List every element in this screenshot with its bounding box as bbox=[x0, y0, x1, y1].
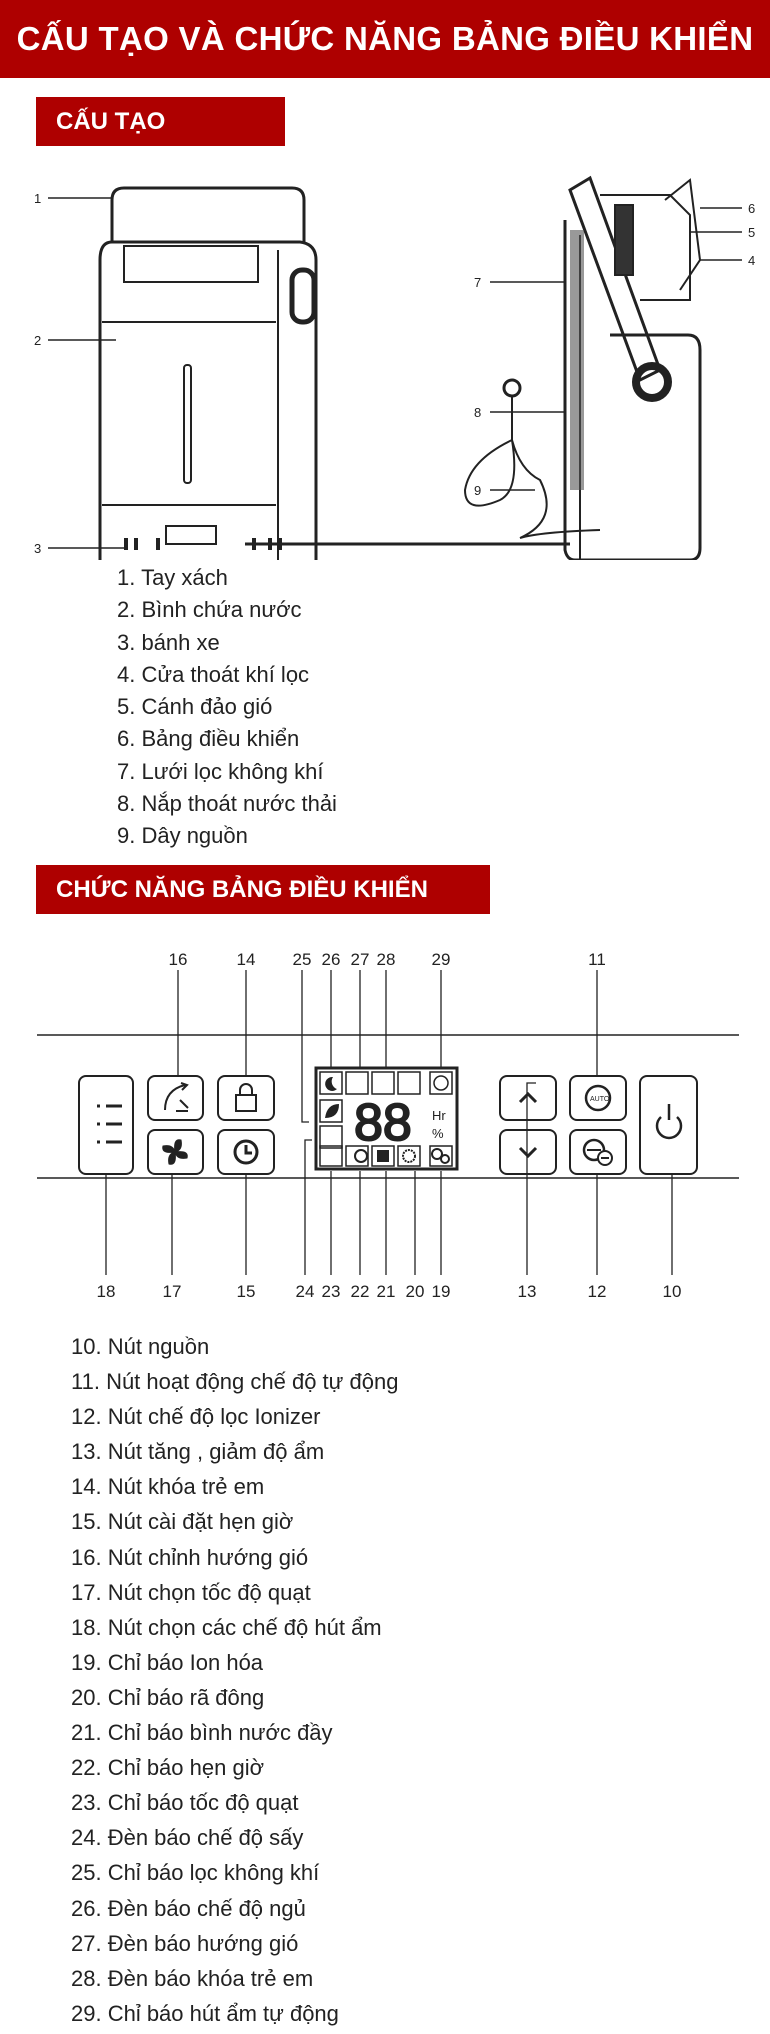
list-item: 19. Chỉ báo Ion hóa bbox=[71, 1649, 264, 1675]
callout-label: 20 bbox=[406, 1282, 425, 1301]
callout-label: 15 bbox=[237, 1282, 256, 1301]
callout-label: 18 bbox=[97, 1282, 116, 1301]
mode-button[interactable] bbox=[78, 1075, 134, 1175]
power-button[interactable] bbox=[639, 1075, 698, 1175]
ionizer-button[interactable] bbox=[569, 1129, 627, 1175]
list-item: 4. Cửa thoát khí lọc bbox=[117, 661, 310, 687]
callout-label: 11 bbox=[588, 950, 606, 969]
list-item: 16. Nút chỉnh hướng gió bbox=[71, 1544, 309, 1570]
list-item: 17. Nút chọn tốc độ quạt bbox=[71, 1579, 311, 1605]
callout-label: 14 bbox=[237, 950, 256, 969]
list-item: 7. Lưới lọc không khí bbox=[117, 758, 324, 784]
list-item: 9. Dây nguồn bbox=[117, 823, 248, 849]
section-heading-structure: CẤU TẠO bbox=[36, 97, 285, 146]
list-item: 28. Đèn báo khóa trẻ em bbox=[71, 1965, 314, 1991]
section-heading-panel: CHỨC NĂNG BẢNG ĐIỀU KHIỂN bbox=[36, 865, 490, 914]
list-item: 8. Nắp thoát nước thải bbox=[117, 791, 337, 817]
list-item: 26. Đèn báo chế độ ngủ bbox=[71, 1895, 306, 1921]
callout-label: 28 bbox=[377, 950, 396, 969]
callout-label: 13 bbox=[518, 1282, 537, 1301]
structure-list: 1. Tay xách 2. Bình chứa nước 3. bánh xe… bbox=[117, 562, 337, 853]
callout-label: 26 bbox=[322, 950, 341, 969]
list-item: 13. Nút tăng , giảm độ ẩm bbox=[71, 1439, 325, 1465]
unit-hr: Hr bbox=[432, 1108, 446, 1123]
page-title: CẤU TẠO VÀ CHỨC NĂNG BẢNG ĐIỀU KHIỂN bbox=[0, 0, 770, 78]
list-item: 1. Tay xách bbox=[117, 565, 228, 590]
list-item: 23. Chỉ báo tốc độ quạt bbox=[71, 1790, 299, 1816]
control-panel-diagram: 88 Hr % AUTO 16 14 25 26 27 28 29 11 18 … bbox=[37, 950, 739, 1301]
callout-label: 12 bbox=[588, 1282, 607, 1301]
child-lock-button[interactable] bbox=[217, 1075, 275, 1121]
diagram-label: 7 bbox=[474, 275, 481, 290]
unit-percent: % bbox=[432, 1126, 444, 1141]
diagram-label: 8 bbox=[474, 405, 481, 420]
list-item: 11. Nút hoạt động chế độ tự động bbox=[71, 1369, 399, 1395]
callout-label: 10 bbox=[663, 1282, 682, 1301]
list-item: 27. Đèn báo hướng gió bbox=[71, 1930, 299, 1956]
list-item: 24. Đèn báo chế độ sấy bbox=[71, 1825, 304, 1851]
list-item: 21. Chỉ báo bình nước đầy bbox=[71, 1720, 333, 1746]
humidity-down-button[interactable] bbox=[499, 1129, 557, 1175]
list-item: 10. Nút nguồn bbox=[71, 1334, 210, 1359]
diagram-label: 2 bbox=[34, 333, 41, 348]
diagram-label: 6 bbox=[748, 201, 755, 216]
callout-label: 21 bbox=[377, 1282, 396, 1301]
diagram-label: 5 bbox=[748, 225, 755, 240]
list-item: 12. Nút chế độ lọc Ionizer bbox=[71, 1404, 321, 1430]
callout-label: 22 bbox=[351, 1282, 370, 1301]
panel-function-list: 10. Nút nguồn 11. Nút hoạt động chế độ t… bbox=[71, 1329, 398, 2031]
lcd-digits: 88 bbox=[354, 1094, 412, 1152]
timer-button[interactable] bbox=[217, 1129, 275, 1175]
diagram-label: 1 bbox=[34, 191, 41, 206]
callout-label: 29 bbox=[432, 950, 451, 969]
list-item: 3. bánh xe bbox=[117, 629, 220, 655]
fan-speed-button[interactable] bbox=[147, 1129, 204, 1175]
callout-label: 19 bbox=[432, 1282, 451, 1301]
swing-button[interactable] bbox=[147, 1075, 204, 1121]
callout-label: 23 bbox=[322, 1282, 341, 1301]
list-item: 15. Nút cài đặt hẹn giờ bbox=[71, 1509, 294, 1535]
auto-mode-button[interactable] bbox=[569, 1075, 627, 1121]
diagram-label: 9 bbox=[474, 483, 481, 498]
list-item: 14. Nút khóa trẻ em bbox=[71, 1474, 265, 1500]
callout-label: 27 bbox=[351, 950, 370, 969]
list-item: 29. Chỉ báo hút ẩm tự động bbox=[71, 2000, 339, 2026]
callout-label: 24 bbox=[296, 1282, 315, 1301]
dehumidifier-diagram: 1 2 3 4 5 6 7 8 9 bbox=[34, 175, 755, 560]
diagram-label: 4 bbox=[748, 253, 755, 268]
list-item: 22. Chỉ báo hẹn giờ bbox=[71, 1755, 265, 1781]
diagram-label: 3 bbox=[34, 541, 41, 556]
list-item: 20. Chỉ báo rã đông bbox=[71, 1684, 265, 1710]
humidity-up-button[interactable] bbox=[499, 1075, 557, 1121]
callout-label: 16 bbox=[169, 950, 188, 969]
list-item: 5. Cánh đảo gió bbox=[117, 694, 273, 720]
list-item: 25. Chỉ báo lọc không khí bbox=[71, 1860, 320, 1886]
auto-text: AUTO bbox=[590, 1096, 610, 1103]
list-item: 18. Nút chọn các chế độ hút ẩm bbox=[71, 1614, 382, 1640]
list-item: 2. Bình chứa nước bbox=[117, 597, 302, 623]
list-item: 6. Bảng điều khiển bbox=[117, 726, 300, 752]
callout-label: 25 bbox=[293, 950, 312, 969]
callout-label: 17 bbox=[163, 1282, 182, 1301]
